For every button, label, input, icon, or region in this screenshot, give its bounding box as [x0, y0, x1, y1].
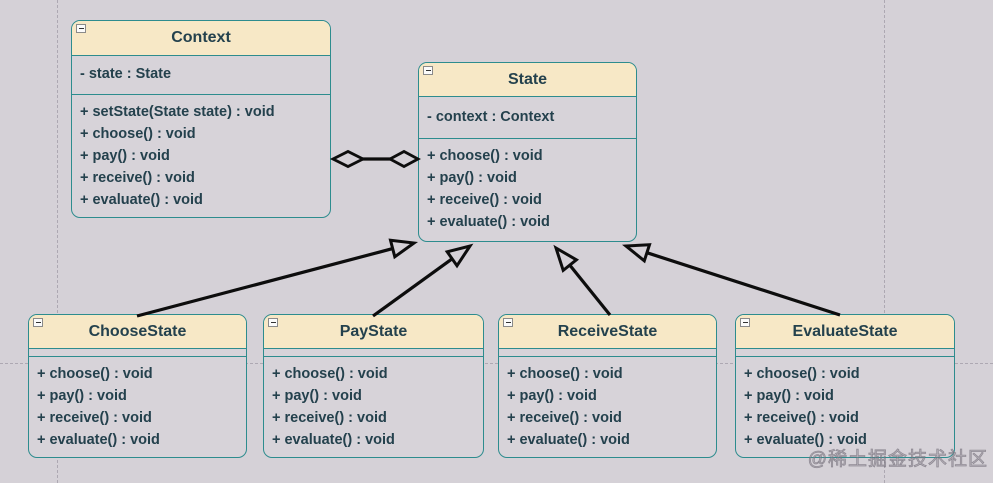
attributes-section	[499, 349, 716, 357]
methods-section: + choose() : void + pay() : void + recei…	[29, 357, 246, 457]
class-name: PayState	[339, 322, 408, 340]
aggregation-connector-context-state[interactable]	[329, 149, 421, 169]
attribute-label: - state : State	[80, 66, 172, 82]
class-name: State	[507, 70, 548, 88]
method-label: + evaluate() : void	[80, 192, 203, 208]
class-name: Context	[171, 29, 231, 46]
class-name: EvaluateState	[792, 322, 898, 340]
class-name: ChooseState	[88, 322, 187, 340]
methods-section: + setState(State state) : void + choose(…	[72, 95, 330, 217]
class-state-header: State	[419, 63, 636, 97]
page-guide-vertical-left	[57, 0, 58, 483]
page-guide-horizontal	[0, 363, 993, 364]
collapse-icon[interactable]	[423, 66, 433, 75]
method-label: + pay() : void	[272, 388, 362, 404]
collapse-icon[interactable]	[76, 24, 86, 33]
class-context[interactable]: Context - state : State + setState(State…	[71, 20, 331, 218]
method-label: + evaluate() : void	[507, 432, 630, 448]
method-label: + choose() : void	[744, 366, 860, 382]
attributes-section	[29, 349, 246, 357]
class-paystate-header: PayState	[264, 315, 483, 349]
method-label: + evaluate() : void	[272, 432, 395, 448]
class-choosestate[interactable]: ChooseState + choose() : void + pay() : …	[28, 314, 247, 458]
class-receivestate[interactable]: ReceiveState + choose() : void + pay() :…	[498, 314, 717, 458]
attribute-label: - context : Context	[427, 109, 555, 125]
method-label: + pay() : void	[80, 148, 170, 164]
class-evaluatestate-header: EvaluateState	[736, 315, 954, 349]
method-label: + choose() : void	[37, 366, 153, 382]
method-label: + pay() : void	[744, 388, 834, 404]
method-label: + receive() : void	[507, 410, 622, 426]
methods-section: + choose() : void + pay() : void + recei…	[419, 139, 636, 241]
class-choosestate-header: ChooseState	[29, 315, 246, 349]
attributes-section	[736, 349, 954, 357]
class-state[interactable]: State - context : Context + choose() : v…	[418, 62, 637, 242]
inheritance-arrow-choosestate-state[interactable]	[136, 238, 419, 318]
inheritance-arrow-paystate-state[interactable]	[372, 243, 474, 318]
class-receivestate-header: ReceiveState	[499, 315, 716, 349]
watermark: @稀土掘金技术社区	[807, 449, 988, 471]
method-label: + pay() : void	[37, 388, 127, 404]
method-label: + receive() : void	[427, 192, 542, 208]
class-paystate[interactable]: PayState + choose() : void + pay() : voi…	[263, 314, 484, 458]
class-name: ReceiveState	[557, 322, 658, 340]
method-label: + choose() : void	[507, 366, 623, 382]
method-label: + evaluate() : void	[744, 432, 867, 448]
attributes-section	[264, 349, 483, 357]
method-label: + receive() : void	[272, 410, 387, 426]
methods-section: + choose() : void + pay() : void + recei…	[736, 357, 954, 457]
methods-section: + choose() : void + pay() : void + recei…	[499, 357, 716, 457]
method-label: + choose() : void	[427, 148, 543, 164]
method-label: + receive() : void	[37, 410, 152, 426]
collapse-icon[interactable]	[33, 318, 43, 327]
method-label: + pay() : void	[427, 170, 517, 186]
method-label: + receive() : void	[80, 170, 195, 186]
method-label: + pay() : void	[507, 388, 597, 404]
collapse-icon[interactable]	[503, 318, 513, 327]
class-context-header: Context	[72, 21, 330, 56]
method-label: + evaluate() : void	[37, 432, 160, 448]
attributes-section: - state : State	[72, 56, 330, 95]
inheritance-arrow-receivestate-state[interactable]	[553, 244, 612, 317]
class-evaluatestate[interactable]: EvaluateState + choose() : void + pay() …	[735, 314, 955, 458]
page-guide-vertical-right	[884, 0, 885, 483]
method-label: + receive() : void	[744, 410, 859, 426]
collapse-icon[interactable]	[268, 318, 278, 327]
inheritance-arrow-evaluatestate-state[interactable]	[622, 243, 841, 317]
method-label: + evaluate() : void	[427, 214, 550, 230]
attributes-section: - context : Context	[419, 97, 636, 139]
method-label: + choose() : void	[80, 126, 196, 142]
method-label: + choose() : void	[272, 366, 388, 382]
method-label: + setState(State state) : void	[80, 104, 275, 120]
collapse-icon[interactable]	[740, 318, 750, 327]
methods-section: + choose() : void + pay() : void + recei…	[264, 357, 483, 457]
